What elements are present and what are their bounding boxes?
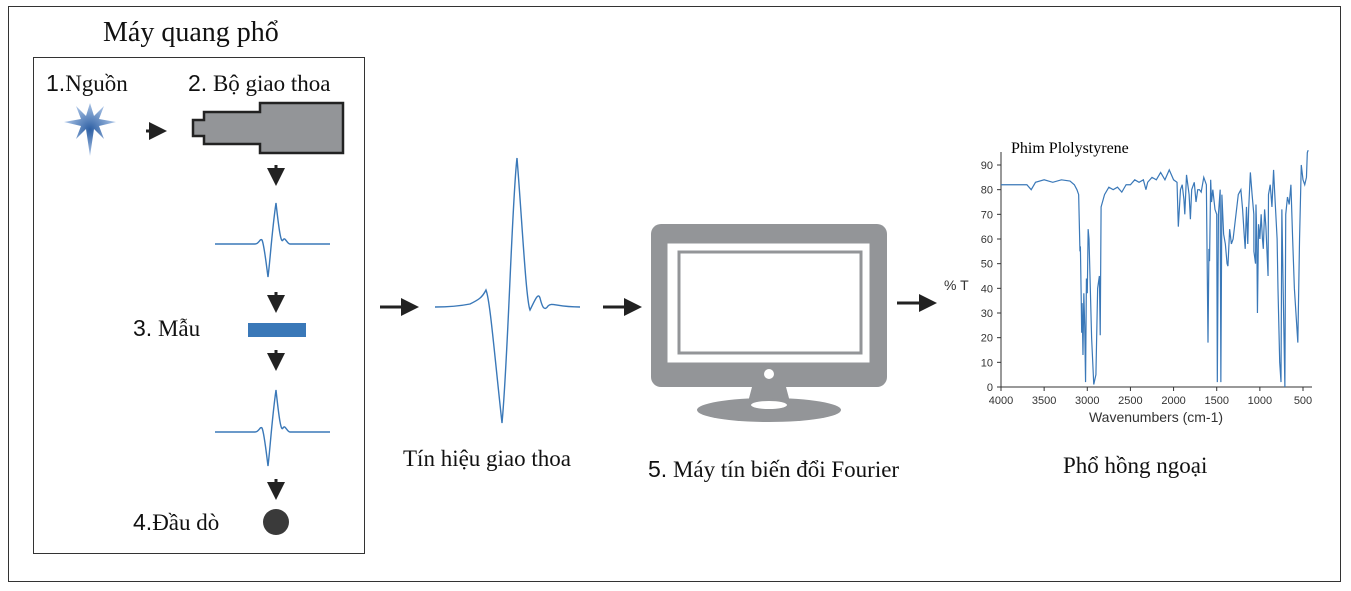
x-tick-label: 1500: [1204, 395, 1228, 407]
interferogram-small-1: [215, 202, 330, 278]
step-interferometer-label: 2. Bộ giao thoa: [188, 70, 331, 96]
y-tick-label: 30: [981, 308, 993, 320]
x-tick-label: 500: [1294, 395, 1312, 407]
y-tick-label: 50: [981, 259, 993, 271]
x-tick-label: 3500: [1032, 395, 1056, 407]
outer-frame: [8, 6, 1341, 582]
y-tick-label: 10: [981, 357, 993, 369]
ir-spectrum-chart: 4000 3500 3000 2500 2000 1500 1000 500 0 10 20 30 40…: [944, 140, 1312, 425]
y-tick-label: 60: [981, 234, 993, 246]
spectrum-line: [1001, 150, 1309, 388]
interferogram-large: [434, 157, 581, 424]
y-tick-label: 80: [981, 185, 993, 197]
x-axis-label: Wavenumbers (cm-1): [1089, 409, 1223, 425]
light-source-star-icon: [64, 103, 116, 156]
y-tick-label: 40: [981, 283, 993, 295]
sample-icon: [248, 323, 306, 337]
step-sample-label: 3. Mẫu: [133, 315, 201, 341]
x-tick-label: 4000: [989, 395, 1013, 407]
interferogram-label: Tín hiệu giao thoa: [403, 446, 571, 471]
interferogram-small-2: [215, 389, 330, 467]
spectrum-label: Phổ hồng ngoại: [1063, 453, 1208, 478]
step-detector-label: 4.Đầu dò: [133, 509, 220, 535]
detector-icon: [263, 509, 289, 535]
x-tick-label: 3000: [1075, 395, 1099, 407]
y-tick-label: 70: [981, 209, 993, 221]
spectrometer-title: Máy quang phổ: [103, 17, 279, 48]
computer-label: 5. Máy tín biến đổi Fourier: [648, 456, 900, 482]
y-tick-label: 20: [981, 333, 993, 345]
y-tick-label: 90: [981, 160, 993, 172]
y-axis-label: % T: [944, 277, 969, 293]
x-tick-label: 1000: [1248, 395, 1272, 407]
x-tick-label: 2500: [1118, 395, 1142, 407]
computer-monitor-icon: [651, 224, 887, 422]
spectrometer-box: [33, 57, 365, 554]
x-tick-label: 2000: [1161, 395, 1185, 407]
interferometer-icon: [191, 101, 345, 155]
step-source-label: 1.Nguồn: [46, 70, 128, 96]
y-tick-label: 0: [987, 382, 993, 394]
chart-title: Phim Plolystyrene: [1011, 140, 1129, 157]
